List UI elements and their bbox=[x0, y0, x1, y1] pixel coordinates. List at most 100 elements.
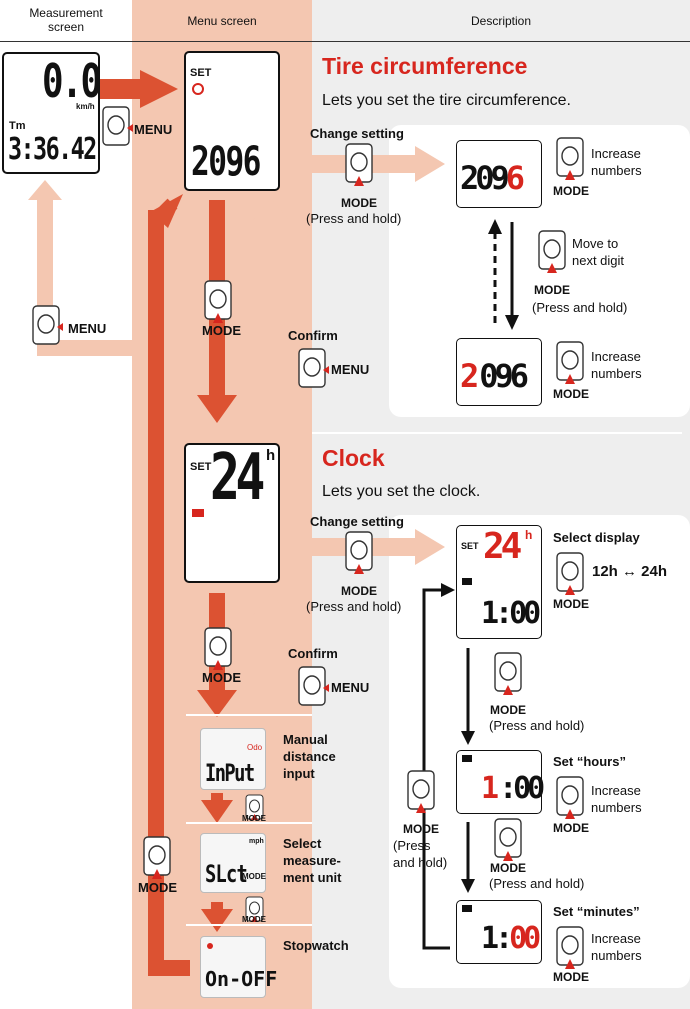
device-icon bbox=[407, 770, 437, 821]
clock-small-icon bbox=[462, 905, 472, 912]
set-hours-label: Set “hours” bbox=[553, 754, 626, 769]
menu-label: MENU bbox=[331, 680, 370, 695]
clock-value: 24 bbox=[210, 441, 265, 515]
mph-label: mph bbox=[249, 838, 264, 845]
confirm-label: Confirm bbox=[288, 328, 338, 343]
toggle-text: 12h ↔ 24h bbox=[592, 563, 668, 580]
press-hold-label: (Press and hold) bbox=[489, 876, 585, 891]
tire-edit-screen-1: 2096 bbox=[456, 140, 542, 208]
clock-desc: Lets you set the clock. bbox=[322, 483, 481, 500]
device-icon bbox=[245, 794, 265, 827]
minutes-value: 1:00 bbox=[481, 921, 541, 956]
clock-unit: h bbox=[266, 447, 276, 464]
mode-label: MODE bbox=[553, 821, 589, 835]
tire-value: 2096 bbox=[191, 139, 261, 185]
stopwatch-screen-text: On-OFF bbox=[205, 967, 278, 991]
clock-icon bbox=[192, 509, 204, 517]
press-hold-label: (Press and hold) bbox=[306, 211, 402, 226]
device-icon bbox=[538, 230, 568, 281]
stopwatch-screen: On-OFF bbox=[200, 936, 277, 998]
mode-label: MODE bbox=[341, 584, 377, 598]
menu-label: MENU bbox=[134, 122, 173, 137]
mode-label: MODE bbox=[490, 861, 526, 875]
device-icon bbox=[556, 341, 586, 392]
clock-display-screen: SET 24 h 1:00 bbox=[456, 525, 542, 639]
tire-edit-value-1: 2096 bbox=[460, 159, 526, 197]
mode-label: MODE bbox=[202, 670, 241, 685]
clock-time-value: 1:00 bbox=[481, 596, 541, 631]
change-setting-label: Change setting bbox=[310, 514, 404, 529]
header-description: Description bbox=[470, 14, 532, 28]
manual-label: Manual distance input bbox=[283, 732, 336, 781]
set-label: SET bbox=[190, 67, 212, 79]
press-hold-label: (Press and hold) bbox=[489, 718, 585, 733]
mode-label: MODE bbox=[553, 970, 589, 984]
device-icon bbox=[204, 627, 234, 678]
change-setting-label: Change setting bbox=[310, 126, 404, 141]
device-icon bbox=[298, 348, 329, 395]
time-value: 3:36.42 bbox=[8, 132, 97, 167]
tm-label: Tm bbox=[9, 120, 26, 132]
manual-screen-text: InPut bbox=[205, 759, 255, 787]
menu-label: MENU bbox=[331, 362, 370, 377]
set-label: SET bbox=[190, 461, 212, 473]
increase-label: Increase numbers bbox=[591, 931, 642, 963]
clock-small-icon bbox=[462, 578, 472, 585]
clock-small-icon bbox=[462, 755, 472, 762]
device-icon bbox=[345, 531, 375, 582]
return-arrow-head bbox=[28, 180, 62, 200]
mode-label: MODE bbox=[490, 703, 526, 717]
wheel-icon bbox=[192, 83, 204, 95]
section-divider bbox=[312, 432, 682, 434]
unit-label: Select measure- ment unit bbox=[283, 836, 342, 885]
select-display-label: Select display bbox=[553, 530, 640, 545]
mode-label: MODE bbox=[553, 597, 589, 611]
tire-edit-value-2: 2096 bbox=[460, 357, 529, 395]
speed-value: 0.0 bbox=[42, 54, 102, 108]
odo-label: Odo bbox=[247, 743, 263, 752]
hours-screen: 1:00 bbox=[456, 750, 545, 814]
confirm-label: Confirm bbox=[288, 646, 338, 661]
mode-label: MODE bbox=[242, 814, 266, 823]
move-next-label: Move to next digit bbox=[572, 236, 625, 268]
mode-label: MODE bbox=[138, 880, 177, 895]
mode-label: MODE bbox=[553, 387, 589, 401]
device-icon bbox=[245, 896, 265, 929]
device-icon bbox=[345, 143, 375, 194]
minutes-screen: 1:00 bbox=[456, 900, 542, 964]
manual-input-screen: Odo InPut bbox=[200, 728, 266, 790]
increase-label: Increase numbers bbox=[591, 146, 642, 178]
device-icon bbox=[494, 818, 524, 869]
clock-title: Clock bbox=[322, 445, 385, 471]
header-measurement: Measurement screen bbox=[29, 6, 103, 34]
unit-screen-text: SLct bbox=[205, 860, 248, 888]
set-minutes-label: Set “minutes” bbox=[553, 904, 640, 919]
device-icon bbox=[102, 106, 133, 153]
press-hold-label: (Press and hold) bbox=[532, 300, 628, 315]
clock-mode-unit: h bbox=[525, 528, 533, 542]
device-icon bbox=[556, 926, 586, 977]
clock-set-screen: SET 24 h bbox=[184, 441, 280, 583]
menu-label: MENU bbox=[68, 321, 107, 336]
unit-select-screen: mph SLct bbox=[200, 833, 266, 893]
tire-desc: Lets you set the tire circumference. bbox=[322, 92, 571, 109]
device-icon bbox=[204, 280, 234, 331]
measurement-display: 0.0 km/h Tm 3:36.42 bbox=[2, 52, 102, 174]
device-icon bbox=[556, 776, 586, 827]
hours-value: 1:00 bbox=[481, 771, 545, 806]
header-menu: Menu screen bbox=[187, 14, 257, 28]
device-icon bbox=[32, 305, 63, 352]
set-label: SET bbox=[461, 541, 479, 551]
increase-label: Increase numbers bbox=[591, 349, 642, 381]
tire-set-screen: SET 2096 bbox=[184, 51, 280, 191]
stopwatch-label: Stopwatch bbox=[283, 938, 349, 953]
stopwatch-icon bbox=[207, 943, 213, 949]
device-icon bbox=[494, 652, 524, 703]
press-hold-label: (Press and hold) bbox=[393, 838, 448, 870]
header-rule bbox=[0, 41, 690, 42]
mode-label: MODE bbox=[242, 872, 266, 881]
device-icon bbox=[298, 666, 329, 713]
mode-label: MODE bbox=[553, 184, 589, 198]
mode-label: MODE bbox=[403, 822, 439, 836]
increase-label: Increase numbers bbox=[591, 783, 642, 815]
